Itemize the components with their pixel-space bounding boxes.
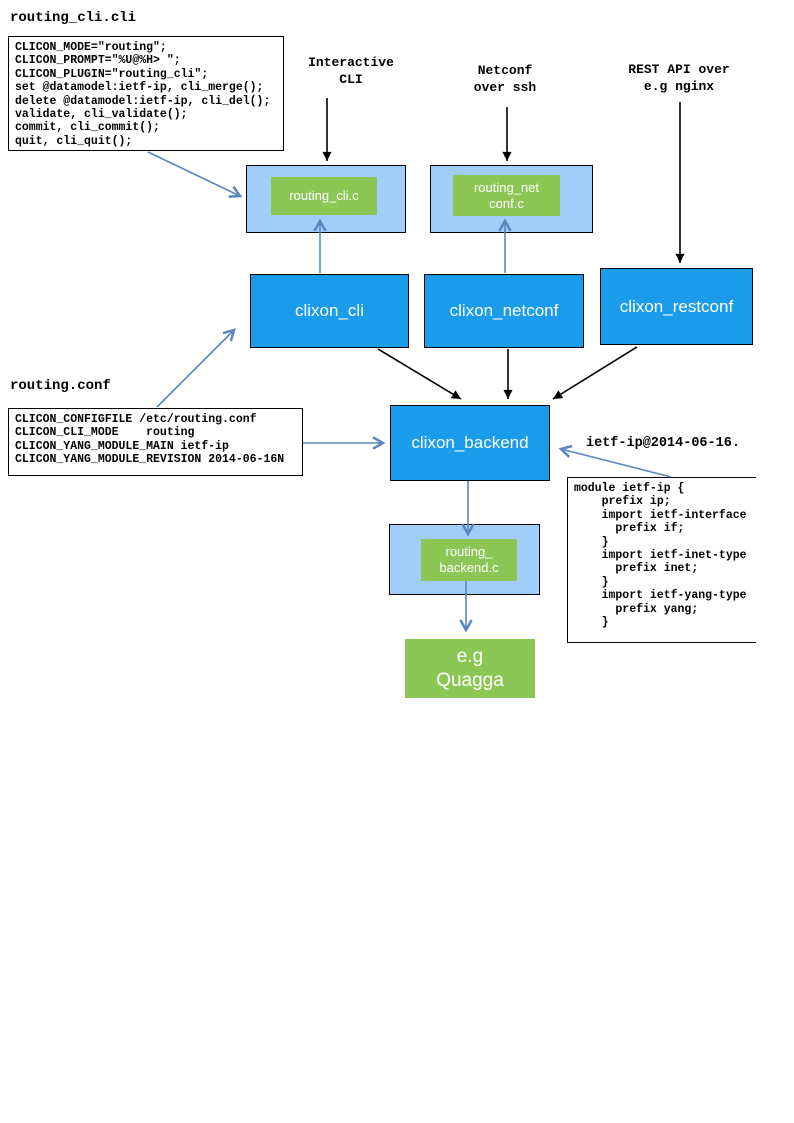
arrow-restconf-to-backend bbox=[552, 346, 638, 400]
arrow-conf-to-cli bbox=[156, 330, 234, 408]
rest-api-label: REST API over e.g nginx bbox=[628, 62, 730, 94]
routing-netconf-plugin-node: routing_net conf.c bbox=[453, 175, 560, 216]
arrow-cli-to-backend bbox=[377, 348, 462, 400]
cli-file-title: routing_cli.cli bbox=[10, 10, 137, 26]
netconf-over-ssh-label: Netconf over ssh bbox=[473, 63, 537, 95]
conf-file-title: routing.conf bbox=[10, 378, 111, 394]
cli-file-code-box: CLICON_MODE="routing"; CLICON_PROMPT="%U… bbox=[8, 36, 284, 151]
clixon-netconf-node: clixon_netconf bbox=[424, 274, 584, 348]
arrow-clifile-to-plugin bbox=[147, 151, 240, 196]
yang-file-title: ietf-ip@2014-06-16. bbox=[586, 436, 740, 451]
interactive-cli-label: Interactive CLI bbox=[308, 55, 394, 87]
routing-backend-plugin-node: routing_ backend.c bbox=[421, 539, 517, 581]
clixon-restconf-node: clixon_restconf bbox=[600, 268, 753, 345]
clixon-cli-node: clixon_cli bbox=[250, 274, 409, 348]
arrow-yang-to-backend bbox=[561, 449, 672, 478]
quagga-node: e.g Quagga bbox=[405, 639, 535, 698]
routing-cli-plugin-node: routing_cli.c bbox=[271, 177, 377, 215]
conf-file-code-box: CLICON_CONFIGFILE /etc/routing.conf CLIC… bbox=[8, 408, 303, 476]
clixon-backend-node: clixon_backend bbox=[390, 405, 550, 481]
yang-file-code-box: module ietf-ip { prefix ip; import ietf-… bbox=[567, 477, 756, 643]
